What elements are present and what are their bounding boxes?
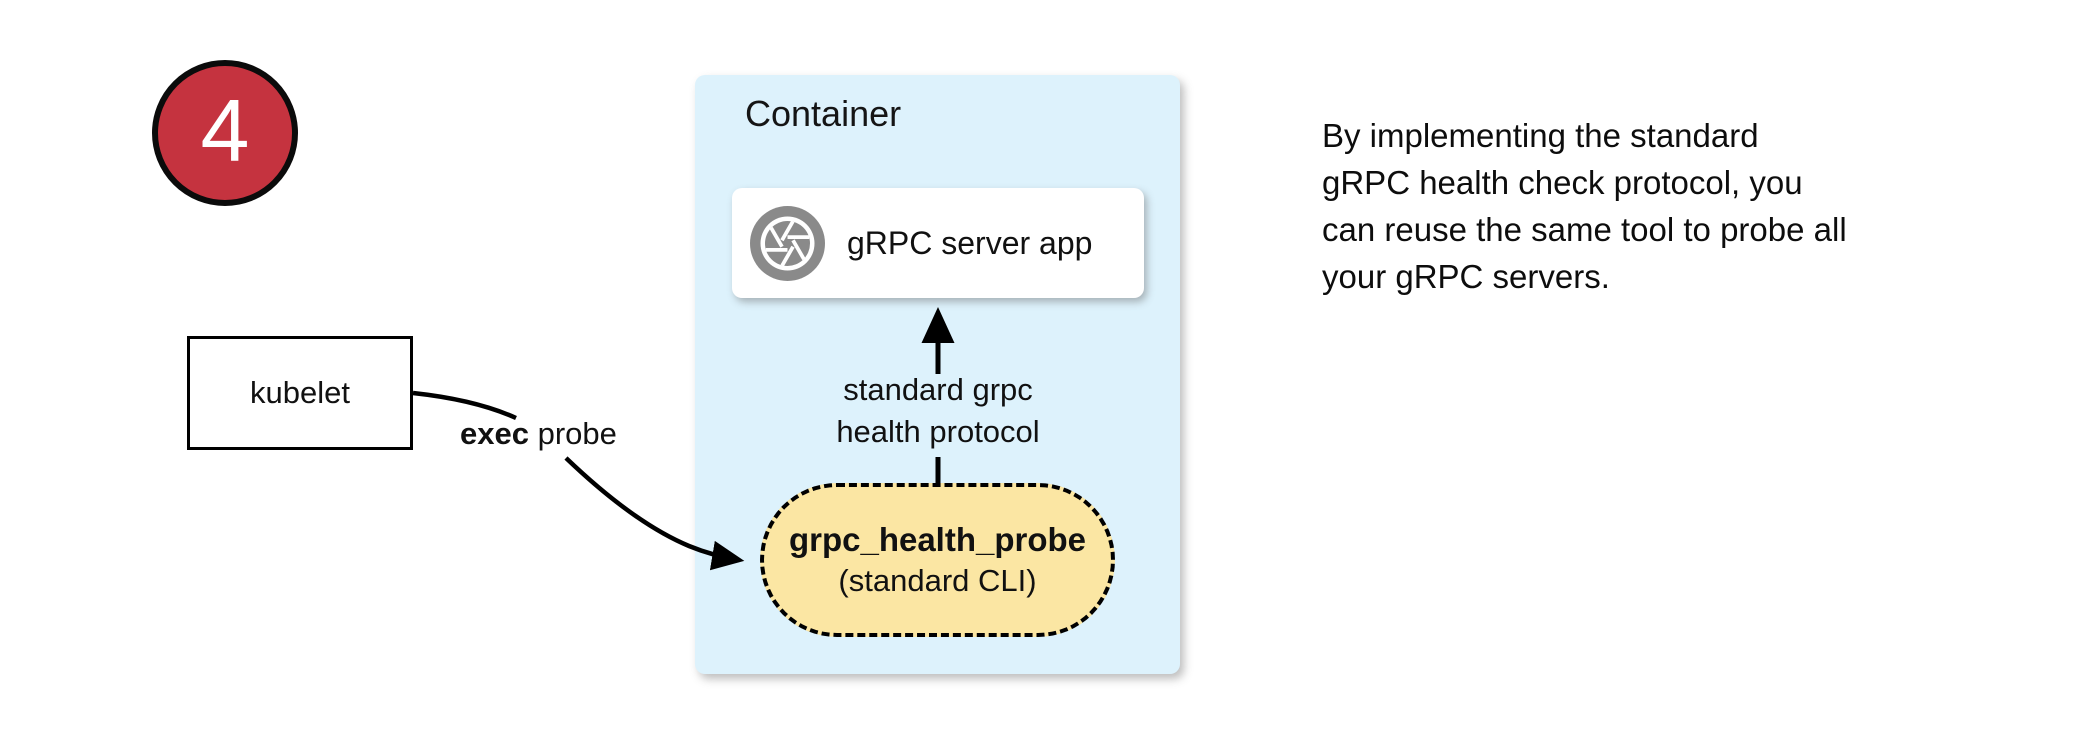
step-badge: 4	[152, 60, 298, 206]
aperture-icon	[750, 205, 825, 281]
grpc-server-app-label: gRPC server app	[847, 224, 1093, 261]
grpc-health-probe-pill: grpc_health_probe (standard CLI)	[760, 483, 1115, 637]
grpc-health-probe-title: grpc_health_probe	[788, 521, 1087, 558]
health-protocol-label: standard grpc health protocol	[836, 372, 1040, 449]
container-box: Container gRPC server app standard grpc …	[695, 75, 1180, 674]
annotation-text: By implementing the standard gRPC health…	[1322, 117, 1847, 295]
exec-probe-label-bold: exec	[460, 416, 529, 451]
grpc-health-probe-subtitle: (standard CLI)	[838, 563, 1037, 598]
step-badge-number: 4	[200, 81, 250, 180]
container-title: Container	[745, 93, 902, 134]
exec-probe-label-rest: probe	[528, 416, 617, 451]
kubelet-label: kubelet	[250, 375, 350, 410]
grpc-server-app-box: gRPC server app	[732, 188, 1144, 298]
exec-probe-label: exec probe	[452, 414, 625, 454]
kubelet-box: kubelet	[187, 336, 413, 450]
